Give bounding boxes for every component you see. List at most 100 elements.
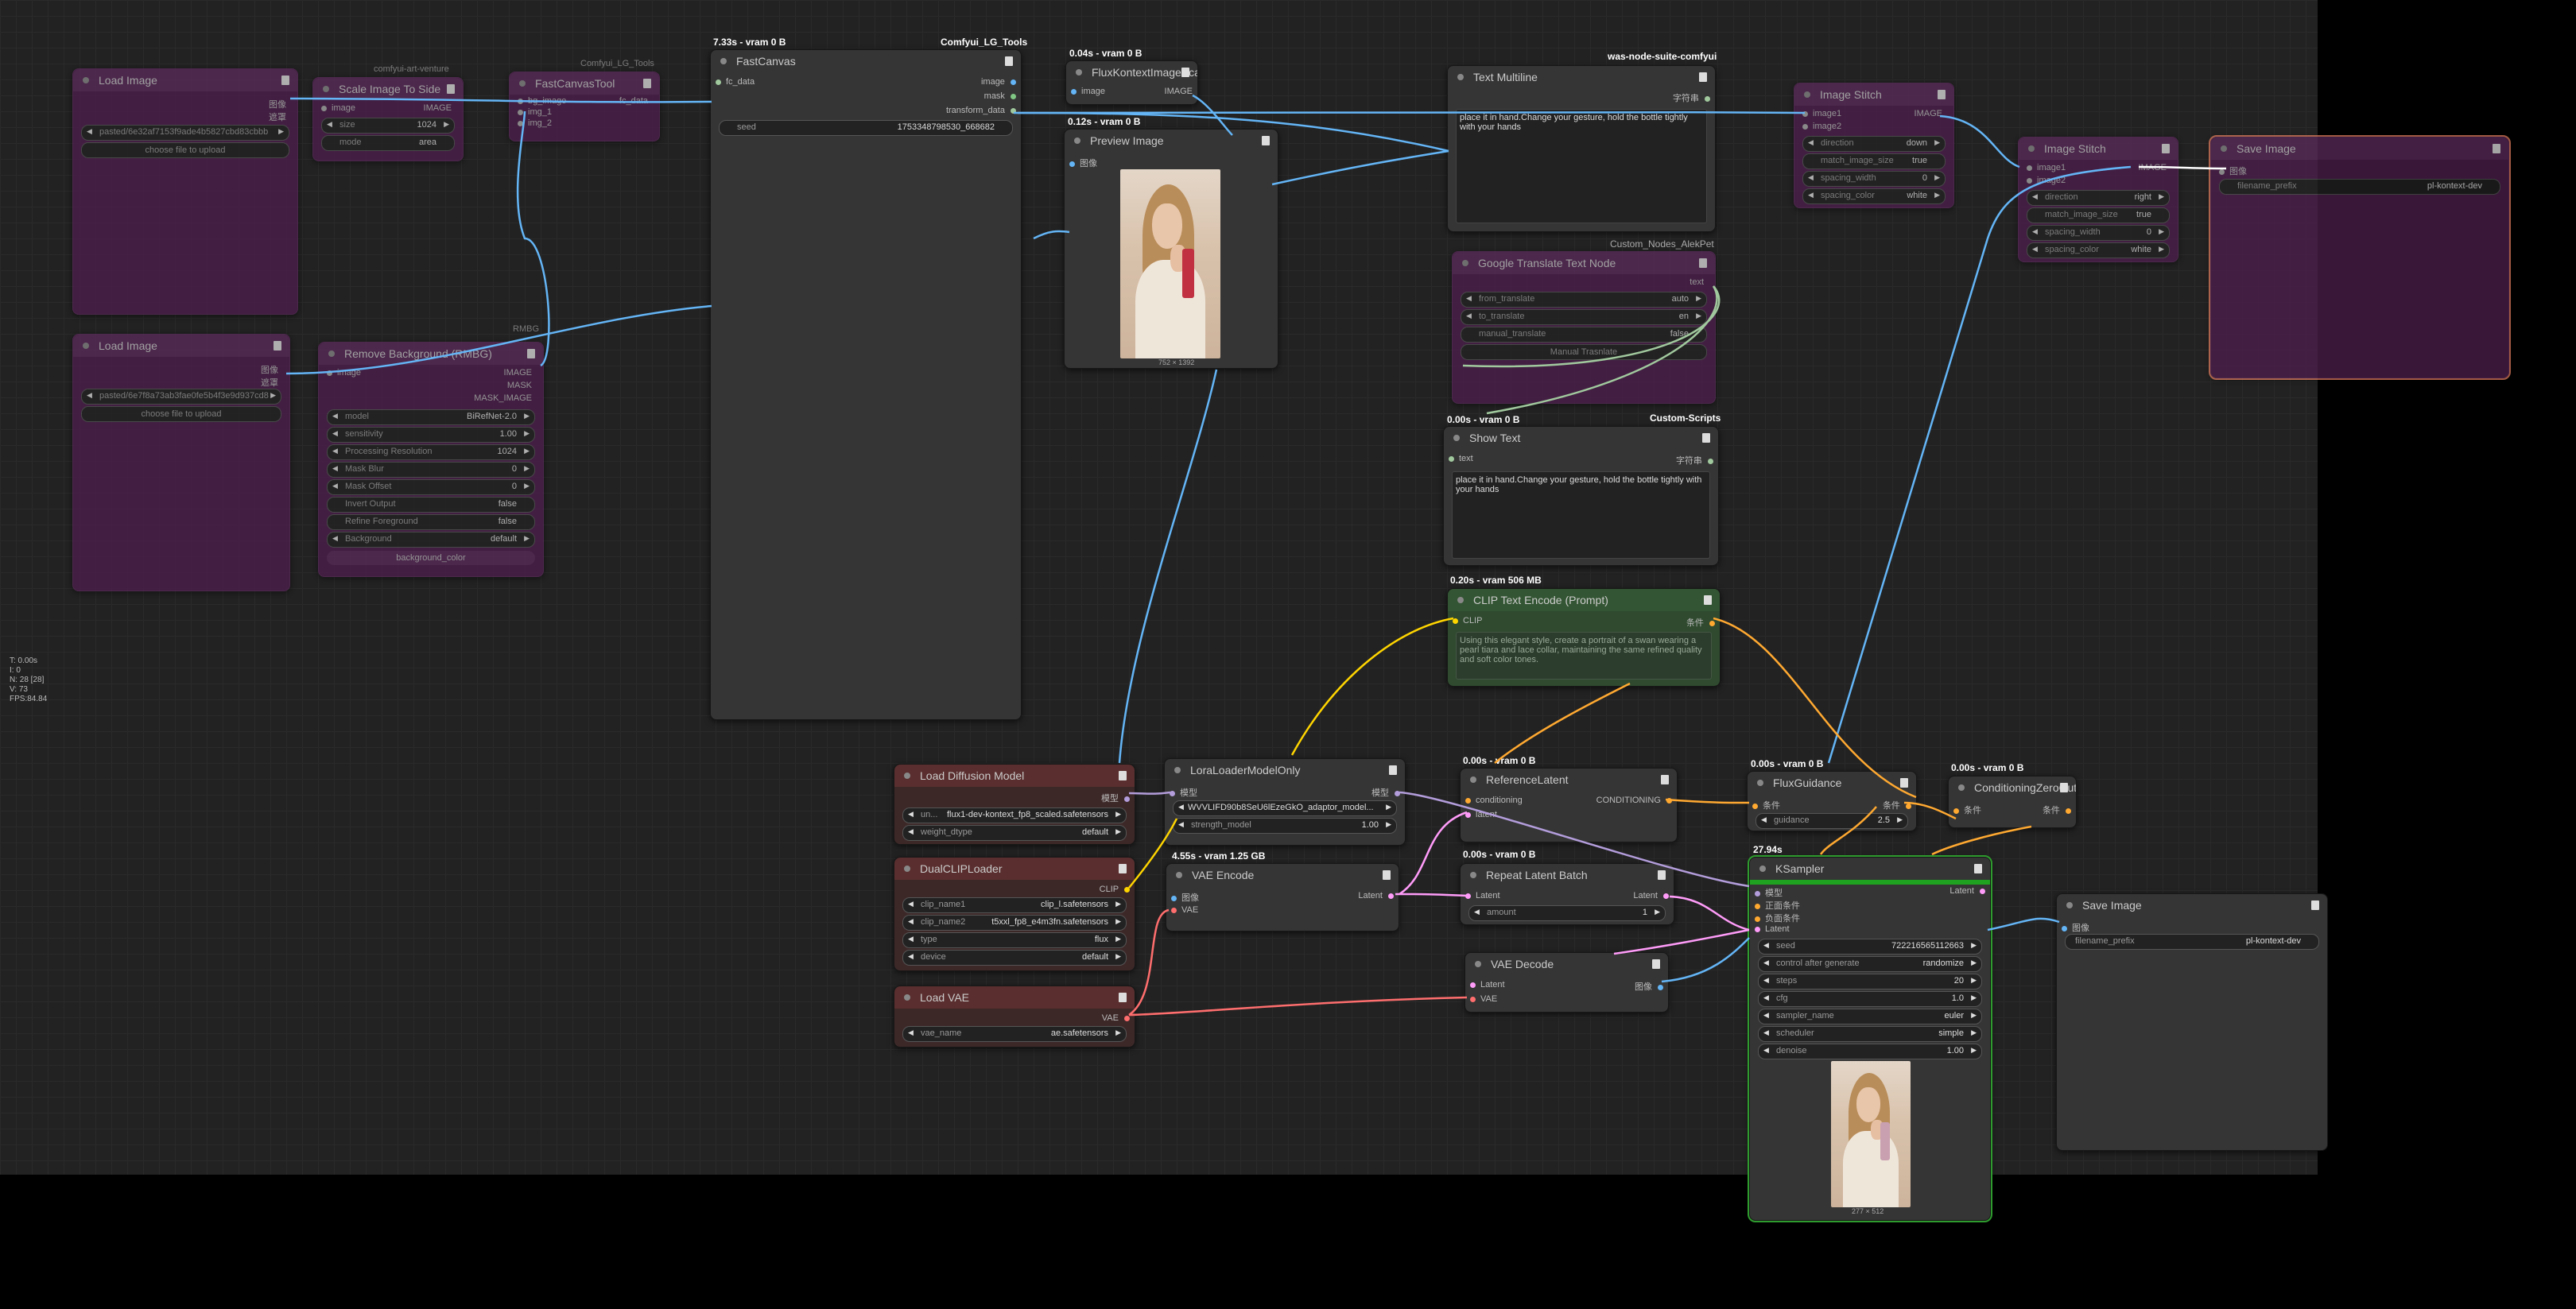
node-reference-latent[interactable]: ReferenceLatent conditioning latent COND… xyxy=(1460,768,1678,842)
output-slot[interactable]: IMAGE xyxy=(1914,109,1942,118)
output-slot[interactable]: IMAGE xyxy=(2138,163,2167,172)
input-slot[interactable]: image2 xyxy=(2027,176,2066,185)
output-slot[interactable]: image xyxy=(981,77,1016,87)
node-load-image-1[interactable]: Load Image 图像 遮罩 ◀pasted/6e32af7153f9ade… xyxy=(72,68,298,315)
output-slot[interactable]: 条件 xyxy=(1686,616,1715,629)
input-slot[interactable]: text xyxy=(1449,454,1473,463)
node-fast-canvas-tool[interactable]: FastCanvasTool bg_image img_1 img_2 fc_d… xyxy=(509,72,660,141)
image-select[interactable]: ◀pasted/6e7f8a73ab3fae0fe5b4f3e9d937cd8▶ xyxy=(81,389,281,405)
output-slot[interactable]: 图像 xyxy=(269,100,286,110)
node-repeat-latent-batch[interactable]: Repeat Latent Batch Latent Latent ◀amoun… xyxy=(1460,863,1674,925)
input-slot[interactable]: 负面条件 xyxy=(1755,912,1800,924)
node-conditioning-zero-out[interactable]: ConditioningZeroOut 条件 条件 xyxy=(1948,776,2077,828)
unet-name-widget[interactable]: ◀un...flux1-dev-kontext_fp8_scaled.safet… xyxy=(902,807,1127,823)
output-slot[interactable]: 图像 xyxy=(261,366,278,375)
upload-button[interactable]: choose file to upload xyxy=(81,142,289,158)
output-slot[interactable]: fc_data xyxy=(619,96,648,106)
input-slot[interactable]: 图像 xyxy=(2219,165,2247,177)
input-slot[interactable]: 模型 xyxy=(1170,786,1197,799)
output-slot[interactable]: mask xyxy=(984,91,1016,101)
output-slot[interactable]: VAE xyxy=(1102,1013,1130,1023)
input-slot[interactable]: conditioning xyxy=(1465,796,1523,805)
output-slot[interactable]: 条件 xyxy=(1883,799,1911,811)
input-slot[interactable]: VAE xyxy=(1171,905,1198,915)
input-slot[interactable]: 图像 xyxy=(2062,921,2089,934)
node-lora-loader[interactable]: LoraLoaderModelOnly 模型 模型 ◀WVVLIFD90b8Se… xyxy=(1164,758,1406,846)
input-slot[interactable]: image1 xyxy=(2027,163,2066,172)
input-slot[interactable]: image xyxy=(327,368,361,378)
node-load-image-2[interactable]: Load Image 图像 遮罩 ◀pasted/6e7f8a73ab3fae0… xyxy=(72,334,290,591)
node-remove-background[interactable]: Remove Background (RMBG) image IMAGE MAS… xyxy=(318,342,544,577)
input-slot[interactable]: img_2 xyxy=(518,118,552,128)
node-flux-kontext-scale[interactable]: FluxKontextImageScale image IMAGE xyxy=(1065,60,1198,105)
output-slot[interactable]: Latent xyxy=(1949,886,1985,896)
output-slot[interactable]: MASK_IMAGE xyxy=(474,393,532,403)
input-slot[interactable]: 条件 xyxy=(1752,799,1780,811)
input-slot[interactable]: latent xyxy=(1465,810,1497,819)
node-load-diffusion-model[interactable]: Load Diffusion Model 模型 ◀un...flux1-dev-… xyxy=(894,764,1135,845)
output-slot[interactable]: Latent xyxy=(1358,891,1394,900)
input-slot[interactable]: VAE xyxy=(1470,994,1497,1004)
input-slot[interactable]: img_1 xyxy=(518,107,552,117)
output-slot[interactable]: Latent xyxy=(1633,891,1669,900)
node-ksampler[interactable]: KSampler 模型 正面条件 负面条件 Latent Latent ◀see… xyxy=(1748,855,1992,1222)
input-slot[interactable]: image1 xyxy=(1802,109,1841,118)
output-slot[interactable]: 遮罩 xyxy=(261,378,278,388)
input-slot[interactable]: 图像 xyxy=(1069,157,1097,169)
preview-thumbnail[interactable] xyxy=(1120,169,1220,358)
node-vae-decode[interactable]: VAE Decode Latent VAE 图像 xyxy=(1465,952,1669,1013)
input-slot[interactable]: image xyxy=(321,103,355,113)
lora-name-widget[interactable]: ◀WVVLIFD90b8SeU6lEzeGkO_adaptor_model...… xyxy=(1173,800,1397,816)
output-slot[interactable]: 字符串 xyxy=(1676,454,1713,467)
image-select[interactable]: ◀pasted/6e32af7153f9ade4b5827cbd83cbbb▶ xyxy=(81,125,289,141)
output-slot[interactable]: transform_data xyxy=(946,106,1016,115)
input-slot[interactable]: CLIP xyxy=(1453,616,1482,625)
node-clip-text-encode[interactable]: CLIP Text Encode (Prompt) CLIP 条件 Using … xyxy=(1447,588,1721,687)
output-slot[interactable]: CONDITIONING xyxy=(1596,796,1672,805)
input-slot[interactable]: 正面条件 xyxy=(1755,899,1800,912)
text-input[interactable]: place it in hand.Change your gesture, ho… xyxy=(1456,109,1707,223)
output-slot[interactable]: 模型 xyxy=(1371,786,1400,799)
output-slot[interactable]: text xyxy=(1690,277,1704,287)
output-slot[interactable]: IMAGE xyxy=(503,368,532,378)
node-show-text[interactable]: Show Text text 字符串 place it in hand.Chan… xyxy=(1443,426,1719,566)
node-fast-canvas[interactable]: FastCanvas fc_data image mask transform_… xyxy=(710,49,1022,720)
input-slot[interactable]: 图像 xyxy=(1171,891,1199,904)
ksampler-preview-image[interactable] xyxy=(1831,1061,1911,1207)
node-text-multiline[interactable]: Text Multiline 字符串 place it in hand.Chan… xyxy=(1447,65,1716,232)
input-slot[interactable]: Latent xyxy=(1465,891,1500,900)
input-slot[interactable]: fc_data xyxy=(716,77,755,87)
input-slot[interactable]: 模型 xyxy=(1755,886,1783,899)
output-slot[interactable]: 条件 xyxy=(2043,804,2071,816)
input-slot[interactable]: image xyxy=(1071,87,1105,96)
input-slot[interactable]: image2 xyxy=(1802,122,1841,131)
